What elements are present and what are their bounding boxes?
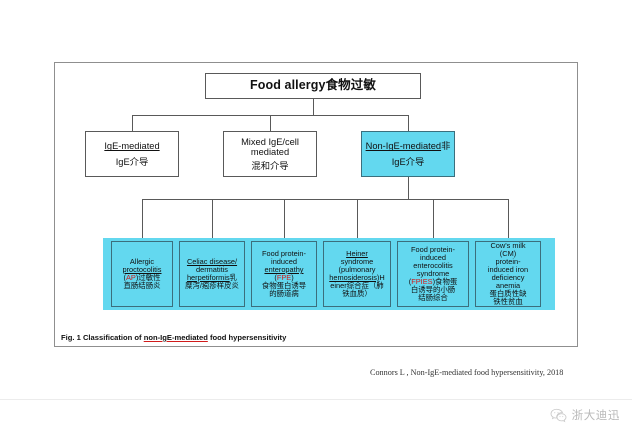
leaf-6-zh-line1: 蛋白质性缺	[489, 288, 527, 298]
connector-leaf-bus	[142, 199, 508, 200]
leaf-4-line4: hemosiderosis)H	[329, 274, 384, 282]
node-root-zh: 食物过敏	[325, 78, 376, 93]
node-mixed-en-line1: Mixed IgE/cell	[241, 136, 299, 147]
leaf-5-abbr-line: (FPIES)食物蛋	[408, 276, 458, 286]
leaf-5-en-line3: enterocolitis	[413, 261, 453, 271]
citation-text: Connors L , Non-IgE-mediated food hypers…	[370, 368, 564, 377]
leaf-1-en-line2: proctocolitis	[122, 265, 162, 275]
connector-drop-mixed	[270, 115, 271, 131]
leaf-3-en-line1: Food protein-	[262, 249, 306, 259]
node-mixed-en-line2: mediated	[250, 146, 290, 157]
node-non-ige-mediated: Non-IgE-mediated非 IgE介导	[361, 131, 455, 177]
leaf-1-abbr: AP	[125, 273, 136, 282]
leaf-5-en-line4: syndrome	[416, 269, 450, 278]
node-non-ige-en: Non-IgE-mediated	[365, 141, 442, 152]
caption-suffix: food hypersensitivity	[207, 333, 287, 342]
node-ige-en: IgE-mediated	[104, 141, 160, 152]
node-food-allergy: Food allergy食物过敏	[205, 73, 421, 99]
leaf-2-en-line3: herpetiformis	[186, 273, 230, 282]
leaf-5-zh-line1: 食物蛋	[435, 276, 458, 286]
figure-frame: Food allergy食物过敏 IgE-mediated IgE介导 Mixe…	[54, 62, 578, 347]
node-mixed-zh: 混和介导	[251, 161, 289, 172]
connector-drop-leaf-1	[142, 199, 143, 241]
node-ige-mediated: IgE-mediated IgE介导	[85, 131, 179, 177]
leaf-6-zh-line2: 铁性贫血	[493, 296, 523, 306]
leaf-3-abbr-line: (FPE)	[274, 273, 294, 282]
leaf-6-en-line4: induced iron	[487, 265, 529, 275]
node-non-ige-zh-inline: 非	[441, 141, 451, 152]
leaf-6-en-line6: anemia	[495, 280, 521, 290]
leaf-2-en-line2: dermatitis	[195, 265, 229, 275]
leaf-4-zh-line3: 铁血质）	[342, 288, 372, 298]
leaf-5-en-line1: Food protein-	[411, 245, 455, 255]
leaf-2-en-line1: Celiac disease/	[186, 257, 238, 267]
leaf-3-abbr: FPE	[276, 273, 292, 282]
leaf-2-zh-line1: 乳	[229, 273, 238, 282]
node-root-text: Food allergy食物过敏	[250, 79, 376, 93]
node-food-protein-induced-enterocolitis-syndrome: Food protein- induced enterocolitis synd…	[397, 241, 469, 307]
leaf-5-zh-line3: 结肠综合	[418, 292, 448, 302]
leaf-6-en-line3: protein-	[495, 257, 521, 267]
connector-drop-ige	[132, 115, 133, 131]
leaf-4-en-line3: (pulmonary	[338, 265, 376, 275]
node-mixed-ige-cell-mediated: Mixed IgE/cell mediated 混和介导	[223, 131, 317, 177]
leaf-5-abbr: FPIES	[411, 276, 433, 286]
footer-brand[interactable]: 浙大迪迅	[550, 407, 620, 423]
leaf-2-zh-line2: 糜泻/疱疹样皮炎	[185, 280, 239, 290]
caption-underlined-term: non-IgE-mediated	[143, 333, 208, 342]
connector-drop-leaf-4	[357, 199, 358, 241]
leaf-4-en-line2: syndrome	[340, 257, 374, 267]
connector-drop-leaf-5	[433, 199, 434, 241]
leaf-4-en-line4: hemosiderosis)	[329, 273, 380, 282]
caption-prefix: Fig. 1 Classification of	[61, 333, 144, 342]
connector-drop-leaf-2	[212, 199, 213, 241]
node-root-en: Food allergy	[250, 78, 326, 93]
connector-drop-leaf-6	[508, 199, 509, 241]
connector-root-stem	[313, 99, 314, 115]
node-non-ige-zh: IgE介导	[391, 156, 425, 167]
leaf-4-zh-line1: H	[379, 273, 385, 282]
wechat-icon	[550, 408, 566, 422]
leaf-4-zh-line2: einer综合症（肺	[330, 280, 384, 290]
footer-brand-label: 浙大迪迅	[571, 410, 620, 422]
leaf-5-zh-line2: 白诱导的小肠	[410, 284, 456, 294]
leaf-6-en-line5: deficiency	[491, 273, 525, 282]
leaf-3-zh-line1: 食物蛋白诱导	[261, 280, 307, 290]
leaf-4-en-line1: Heiner	[346, 249, 368, 259]
leaf-6-en-line2: (CM)	[499, 249, 517, 259]
node-celiac-disease-dermatitis-herpetiformis: Celiac disease/ dermatitis herpetiformis…	[179, 241, 245, 307]
leaf-1-zh-line2: 直肠结肠炎	[123, 280, 161, 290]
leaf-6-en-line1: Cow's milk	[490, 241, 526, 251]
leaf-2-line3: herpetiformis乳	[187, 274, 237, 282]
connector-non-ige-stem	[408, 177, 409, 199]
leaf-1-abbr-line: (AP)过敏性	[123, 273, 161, 282]
leaf-3-en-line3: enteropathy	[264, 265, 304, 275]
leaf-3-en-line2: induced	[271, 257, 297, 267]
leaf-1-en-line1: Allergic	[129, 257, 155, 267]
leaf-3-zh-line2: 的肠道病	[269, 288, 299, 298]
figure-caption: Fig. 1 Classification of non-IgE-mediate…	[61, 333, 286, 342]
leaf-1-zh-line1: 过敏性	[138, 273, 161, 282]
node-cow-milk-protein-induced-iron-deficiency-anemia: Cow's milk (CM) protein- induced iron de…	[475, 241, 541, 307]
connector-drop-leaf-3	[284, 199, 285, 241]
node-food-protein-induced-enteropathy: Food protein- induced enteropathy (FPE) …	[251, 241, 317, 307]
node-allergic-proctocolitis: Allergic proctocolitis (AP)过敏性 直肠结肠炎	[111, 241, 173, 307]
footer-bar: 浙大迪迅	[0, 399, 632, 434]
leaf-5-en-line2: induced	[420, 253, 446, 263]
connector-drop-non-ige	[408, 115, 409, 131]
node-ige-zh: IgE介导	[115, 156, 149, 167]
node-heiner-syndrome: Heiner syndrome (pulmonary hemosiderosis…	[323, 241, 391, 307]
node-non-ige-line1: Non-IgE-mediated非	[366, 141, 451, 151]
